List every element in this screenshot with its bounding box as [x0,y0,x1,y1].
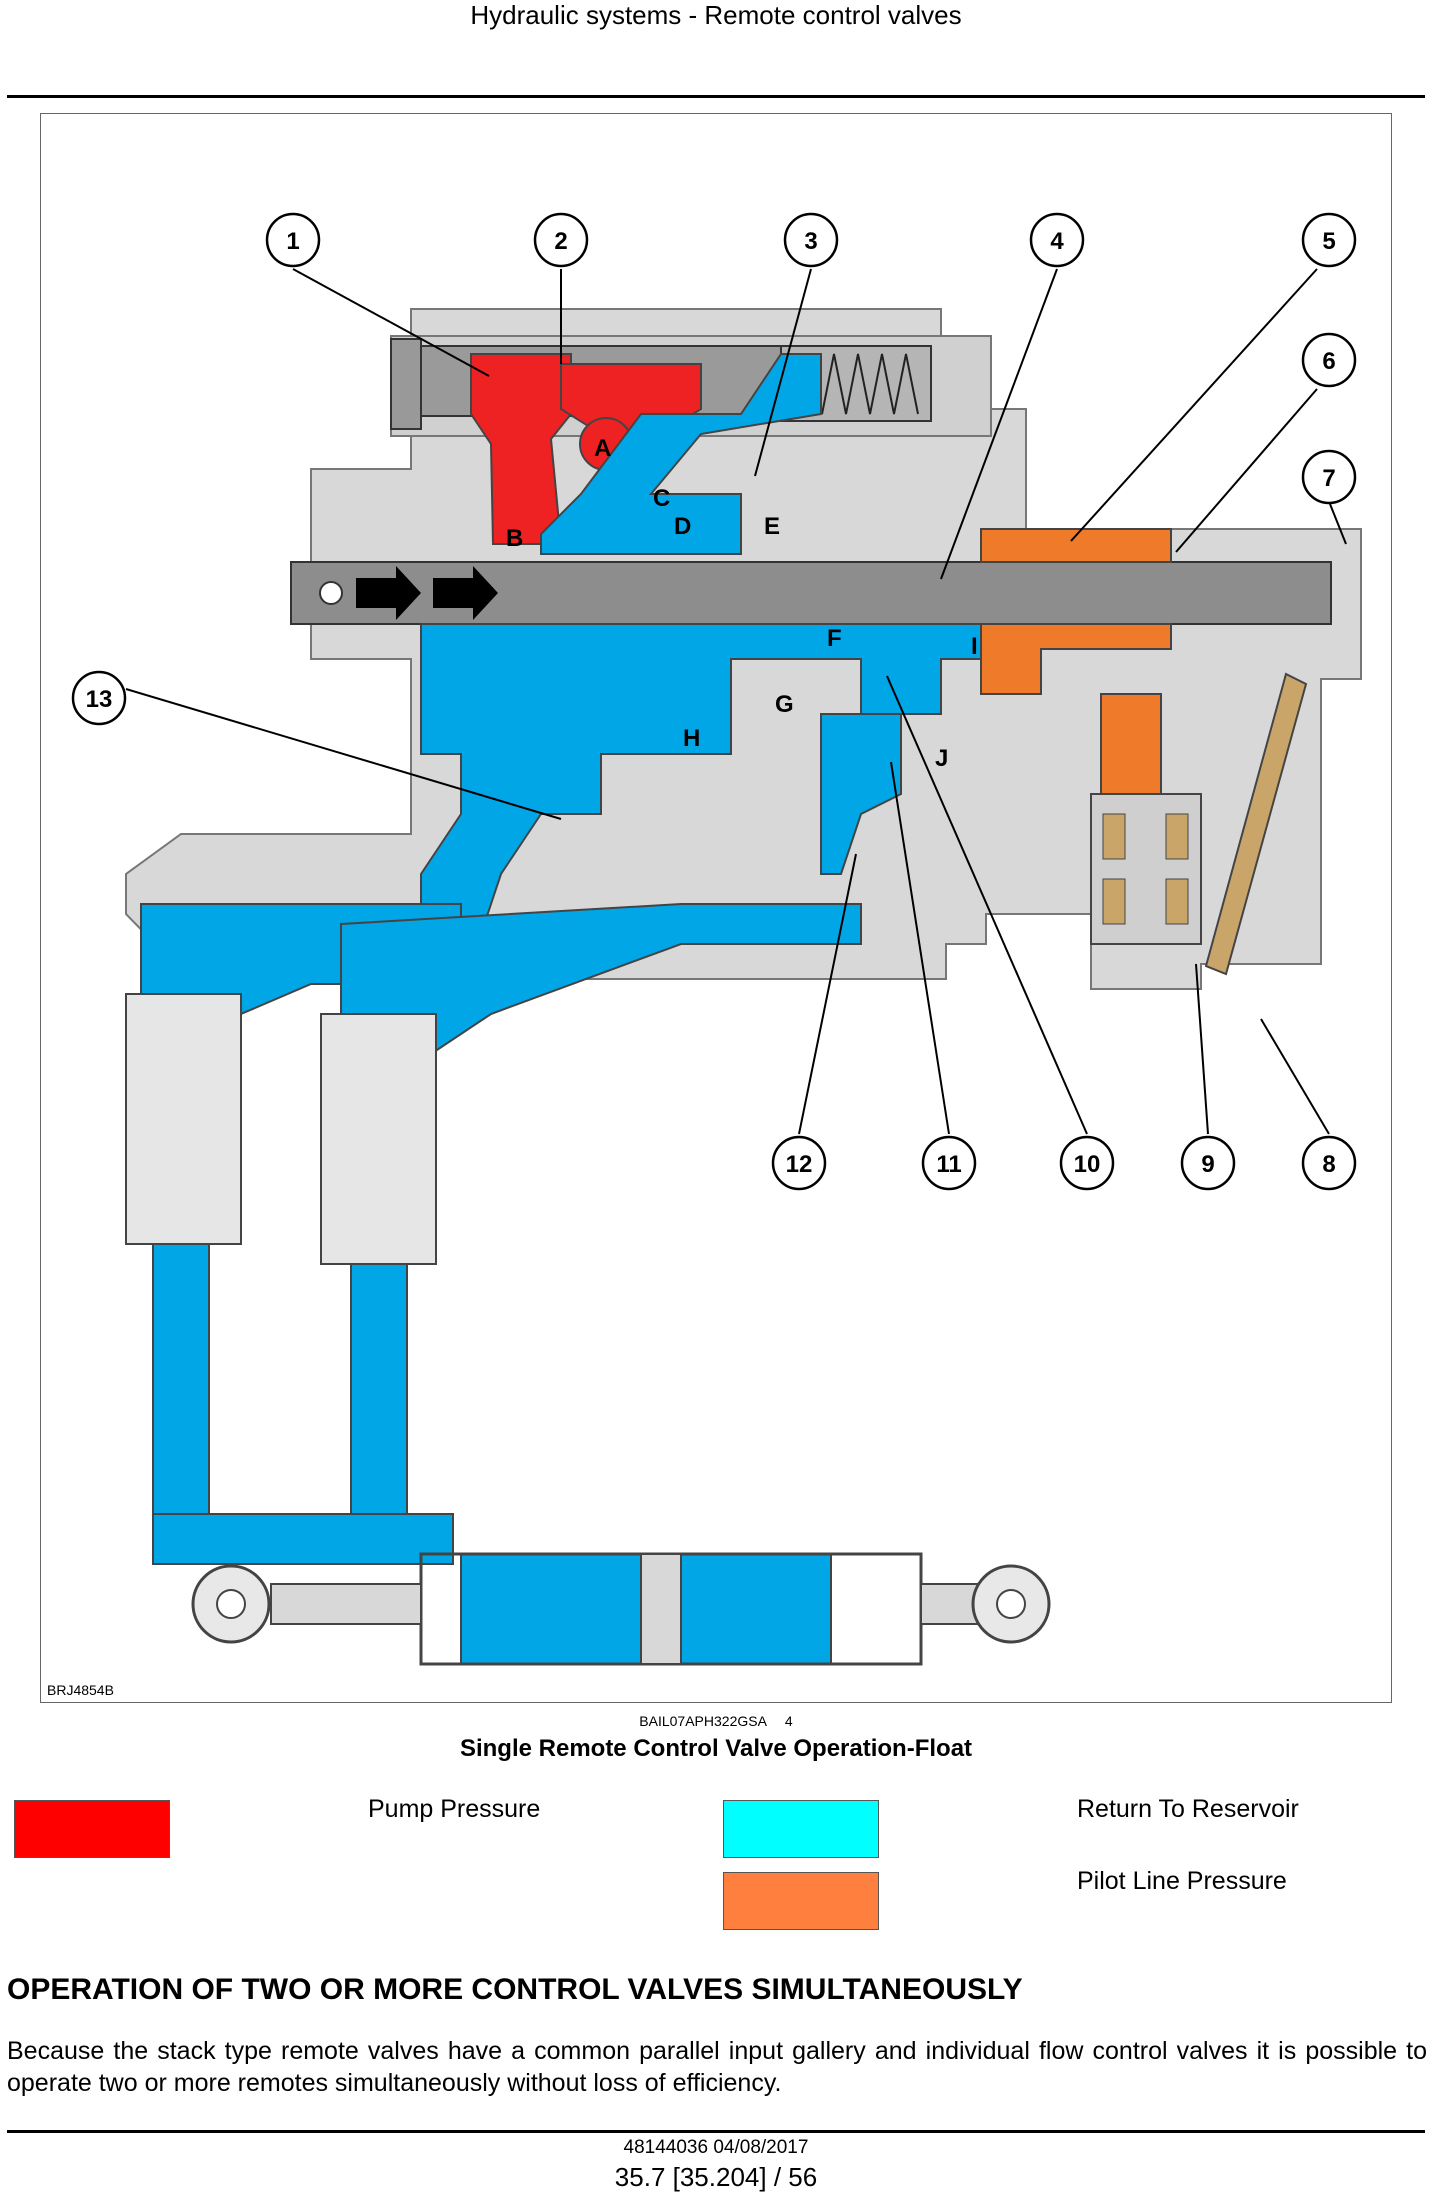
port-E: E [764,513,780,540]
port-A: A [594,435,611,462]
figure-reference: BAIL07APH322GSA 4 [0,1713,1432,1729]
figure-frame: A B C D E F G H I J [40,113,1392,1703]
footer-doc: 48144036 04/08/2017 [623,2137,809,2158]
port-I: I [971,633,978,660]
legend-swatch-pilot [723,1872,879,1930]
callout-numbers: 1 2 3 4 5 6 7 8 9 10 11 12 13 [86,228,1336,1178]
footer-rule [7,2130,1425,2133]
legend-swatch-return [723,1800,879,1858]
callout-13: 13 [86,686,113,713]
port-G: G [775,691,794,718]
callout-10: 10 [1074,1151,1101,1178]
figure-ref-code: BAIL07APH322GSA [639,1713,767,1729]
port-J: J [935,745,948,772]
section-title: OPERATION OF TWO OR MORE CONTROL VALVES … [7,1973,1023,2006]
callout-2: 2 [554,228,567,255]
footer-page: 35.7 [35.204] / 56 [614,2162,818,2192]
legend-label-pump: Pump Pressure [368,1795,541,1823]
legend-label-pilot: Pilot Line Pressure [1077,1867,1287,1895]
leader-lines [125,268,1347,1135]
legend-label-return: Return To Reservoir [1077,1795,1299,1823]
port-labels: A B C D E F G H I J [506,435,978,772]
page-header: Hydraulic systems - Remote control valve… [470,0,962,30]
actuator [125,993,1051,1666]
figure-title: Single Remote Control Valve Operation-Fl… [459,1735,973,1762]
callout-9: 9 [1201,1151,1214,1178]
port-C: C [653,485,670,512]
hydraulic-diagram: A B C D E F G H I J [71,212,1362,1666]
callout-11: 11 [936,1151,961,1178]
callout-3: 3 [804,228,817,255]
section-body: Because the stack type remote valves hav… [7,2037,1427,2097]
callouts [71,212,1357,1191]
main-spool [290,561,1332,625]
legend-swatch-pump [14,1800,170,1858]
port-D: D [674,513,691,540]
header-rule [7,95,1425,98]
port-F: F [827,625,842,652]
port-B: B [506,525,523,552]
callout-4: 4 [1050,228,1064,255]
callout-5: 5 [1322,228,1335,255]
figure-ref-number: 4 [784,1713,793,1729]
callout-8: 8 [1322,1151,1335,1178]
detent-solenoid [1090,672,1308,976]
port-H: H [683,725,700,752]
pilot-passages [980,528,1172,875]
callout-1: 1 [286,228,299,255]
callout-6: 6 [1322,348,1335,375]
callout-12: 12 [786,1151,813,1178]
callout-7: 7 [1322,465,1335,492]
figure-code: BRJ4854B [47,1682,114,1698]
